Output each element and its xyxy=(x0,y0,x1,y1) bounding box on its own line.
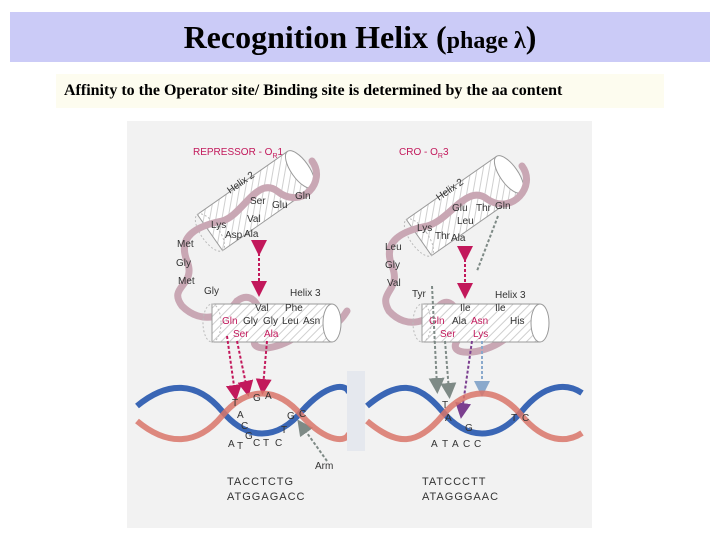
repressor-h3-res-0: Gln xyxy=(222,316,238,327)
cro-base-top-1: A xyxy=(445,413,452,424)
repressor-h3-res-1: Ser xyxy=(233,329,249,340)
repressor-seq-top: TACCTCTG xyxy=(227,476,294,488)
cro-seq-top: TATCCCTT xyxy=(422,476,486,488)
cro-base-bot-3: C xyxy=(463,439,470,450)
subtitle-box: Affinity to the Operator site/ Binding s… xyxy=(56,74,664,108)
repressor-seq-bottom: ATGGAGACC xyxy=(227,491,305,503)
repressor-base-bot-1: T xyxy=(237,441,243,452)
cro-h3-res-7: His xyxy=(510,316,524,327)
slide-title: Recognition Helix (phage λ) xyxy=(184,19,537,55)
repressor-h3-res-7: Asn xyxy=(303,316,320,327)
repressor-loop-res-3: Gly xyxy=(204,286,219,297)
repressor-arm-arrow xyxy=(297,419,328,462)
title-close: ) xyxy=(525,19,537,55)
repressor-loop-res-1: Gly xyxy=(176,258,191,269)
cro-helix2-cylinder xyxy=(403,155,525,257)
repressor-h3-res-3: Val xyxy=(255,303,269,314)
cro-seq-bottom: ATAGGGAAC xyxy=(422,491,499,503)
repressor-helix3-cylinder xyxy=(202,303,342,343)
cro-loop-res-2: Val xyxy=(387,278,401,289)
repressor-header: REPRESSOR - OR1 xyxy=(193,147,284,160)
repressor-base-top-3: G xyxy=(253,393,261,404)
cro-h2-res-4: Thr xyxy=(476,203,492,214)
figure-svg: REPRESSOR - OR1 Helix 2 Lys Asp Ser Val … xyxy=(135,147,584,503)
cro-asn-arrow xyxy=(455,340,473,419)
repressor-h3-res-2: Gly xyxy=(243,316,258,327)
binding-figure: REPRESSOR - OR1 Helix 2 Lys Asp Ser Val … xyxy=(127,121,592,528)
repressor-h2-res-6: Ala xyxy=(244,229,259,240)
cro-h3-res-5: Lys xyxy=(473,329,488,340)
cro-h2-res-1: Thr xyxy=(435,231,451,242)
repressor-gln-arrow xyxy=(225,335,242,401)
cro-base-top-4: C xyxy=(522,413,529,424)
cro-loop-res-0: Leu xyxy=(385,242,402,253)
subtitle: Affinity to the Operator site/ Binding s… xyxy=(64,82,563,99)
title-phage: phage λ xyxy=(446,28,526,54)
cro-tyr-arrow xyxy=(428,285,445,394)
repressor-base-top-2: C xyxy=(241,421,248,432)
cro-base-bot-1: T xyxy=(442,439,448,450)
cro-base-top-2: G xyxy=(465,423,473,434)
repressor-base-top-6: C xyxy=(299,409,306,420)
repressor-ser-arrow xyxy=(236,340,254,397)
repressor-loop-res-2: Met xyxy=(178,276,195,287)
cro-panel: CRO - OR3 Helix 2 Lys Thr Glu Leu Thr Gl… xyxy=(382,147,550,419)
cro-base-bot-0: A xyxy=(431,439,438,450)
cro-h2-res-3: Leu xyxy=(457,216,474,227)
title-bar: Recognition Helix (phage λ) xyxy=(10,12,710,62)
repressor-base-bot-3: C xyxy=(253,438,260,449)
cro-gln-link xyxy=(476,215,499,272)
cro-header: CRO - OR3 xyxy=(399,147,449,160)
cro-dna xyxy=(365,384,584,443)
cro-h3-res-3: Ile xyxy=(460,303,471,314)
repressor-arm-label: Arm xyxy=(315,461,333,472)
repressor-base-bot-0: A xyxy=(228,439,235,450)
cro-h3-res-4: Asn xyxy=(471,316,488,327)
cro-ser-arrow xyxy=(440,340,457,399)
repressor-loop-res-0: Met xyxy=(177,239,194,250)
repressor-base-bot-6: T xyxy=(281,425,287,436)
repressor-h3-res-4: Gly xyxy=(263,316,278,327)
repressor-base-top-4: A xyxy=(265,391,272,402)
repressor-base-bot-2: G xyxy=(245,431,253,442)
cro-loop-res-3: Tyr xyxy=(412,289,427,300)
repressor-base-top-0: T xyxy=(232,398,238,409)
cro-base-top-3: T xyxy=(511,413,517,424)
cro-base-bot-4: C xyxy=(474,439,481,450)
cro-h2-res-0: Lys xyxy=(417,223,432,234)
repressor-dna xyxy=(135,371,365,451)
cro-base-bot-2: A xyxy=(452,439,459,450)
cro-loop-res-1: Gly xyxy=(385,260,400,271)
repressor-h3-res-5: Leu xyxy=(282,316,299,327)
cro-h2-res-5: Gln xyxy=(495,201,511,212)
repressor-backbone xyxy=(174,157,351,352)
cro-h3-res-6: Ile xyxy=(495,303,506,314)
repressor-h3-res-6: Phe xyxy=(285,303,303,314)
cro-helix3-label: Helix 3 xyxy=(495,290,526,301)
repressor-h2-res-2: Ser xyxy=(250,196,266,207)
repressor-h2-res-4: Glu xyxy=(272,200,288,211)
repressor-base-top-5: G xyxy=(287,411,295,422)
cro-h2-res-2: Glu xyxy=(452,203,468,214)
repressor-h2-res-5: Gln xyxy=(295,191,311,202)
repressor-base-top-1: A xyxy=(237,410,244,421)
repressor-h2-res-0: Lys xyxy=(211,220,226,231)
cro-h3-res-2: Ala xyxy=(452,316,467,327)
title-main: Recognition Helix ( xyxy=(183,19,447,55)
cro-helix3-cylinder xyxy=(412,303,550,343)
repressor-h2-res-3: Val xyxy=(247,214,261,225)
cro-h3-res-1: Ser xyxy=(440,329,456,340)
repressor-base-bot-4: T xyxy=(263,438,269,449)
repressor-ala-arrow xyxy=(255,340,272,395)
cro-base-top-0: T xyxy=(442,400,448,411)
cro-h2-res-6: Ala xyxy=(451,233,466,244)
cro-h3-res-0: Gln xyxy=(429,316,445,327)
repressor-base-bot-5: C xyxy=(275,438,282,449)
repressor-h2-res-1: Asp xyxy=(225,230,243,241)
repressor-h3-res-8: Ala xyxy=(264,329,279,340)
repressor-helix3-label: Helix 3 xyxy=(290,288,321,299)
repressor-panel: REPRESSOR - OR1 Helix 2 Lys Asp Ser Val … xyxy=(174,147,351,462)
cro-backbone xyxy=(382,162,543,356)
